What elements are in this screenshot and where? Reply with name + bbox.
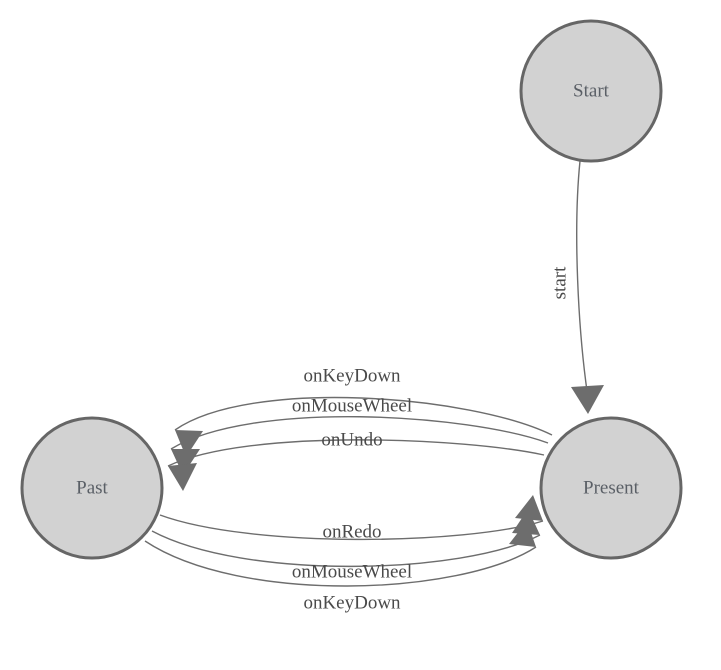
arrow-present-to-past-onmousewheel-icon [171, 449, 200, 475]
edge-past-to-present-onredo [159, 514, 544, 541]
edge-label-present-to-past-onmousewheel: onMouseWheel [292, 395, 412, 416]
edge-present-to-past-onkeydown [174, 396, 553, 436]
node-start[interactable]: Start [519, 19, 663, 163]
edge-label-present-to-past-onkeydown: onKeyDown [303, 365, 401, 386]
edges-layer [144, 160, 589, 587]
node-past-circle[interactable] [20, 416, 164, 560]
edge-label-present-to-past-onundo: onUndo [321, 429, 382, 450]
edge-label-past-to-present-onkeydown: onKeyDown [303, 592, 401, 613]
arrow-present-to-past-onkeydown-icon [175, 430, 203, 457]
edge-label-start-to-present: start [549, 266, 570, 299]
edge-past-to-present-onkeydown [144, 540, 537, 587]
arrowheads-layer [168, 385, 604, 547]
arrow-past-to-present-onmousewheel-icon [512, 509, 540, 535]
node-past[interactable]: Past [20, 416, 164, 560]
node-start-circle[interactable] [519, 19, 663, 163]
node-present-circle[interactable] [539, 416, 683, 560]
node-present[interactable]: Present [539, 416, 683, 560]
node-past-label: Past [76, 477, 108, 498]
edge-label-past-to-present-onmousewheel: onMouseWheel [292, 561, 412, 582]
edge-label-past-to-present-onredo: onRedo [322, 521, 381, 542]
arrow-past-to-present-onkeydown-icon [509, 521, 536, 547]
arrow-past-to-present-onredo-icon [515, 495, 543, 521]
edge-past-to-present-onmousewheel [151, 530, 541, 568]
arrow-start-to-present-icon [571, 385, 604, 414]
edge-start-to-present [576, 160, 589, 399]
edge-labels-layer: start onKeyDown onMouseWheel onUndo onRedo on… [292, 266, 571, 613]
node-start-label: Start [573, 80, 610, 101]
node-present-label: Present [583, 477, 640, 498]
arrow-present-to-past-onundo-icon [168, 463, 197, 491]
edge-present-to-past-onmousewheel [170, 416, 549, 450]
edge-present-to-past-onundo [167, 439, 545, 467]
